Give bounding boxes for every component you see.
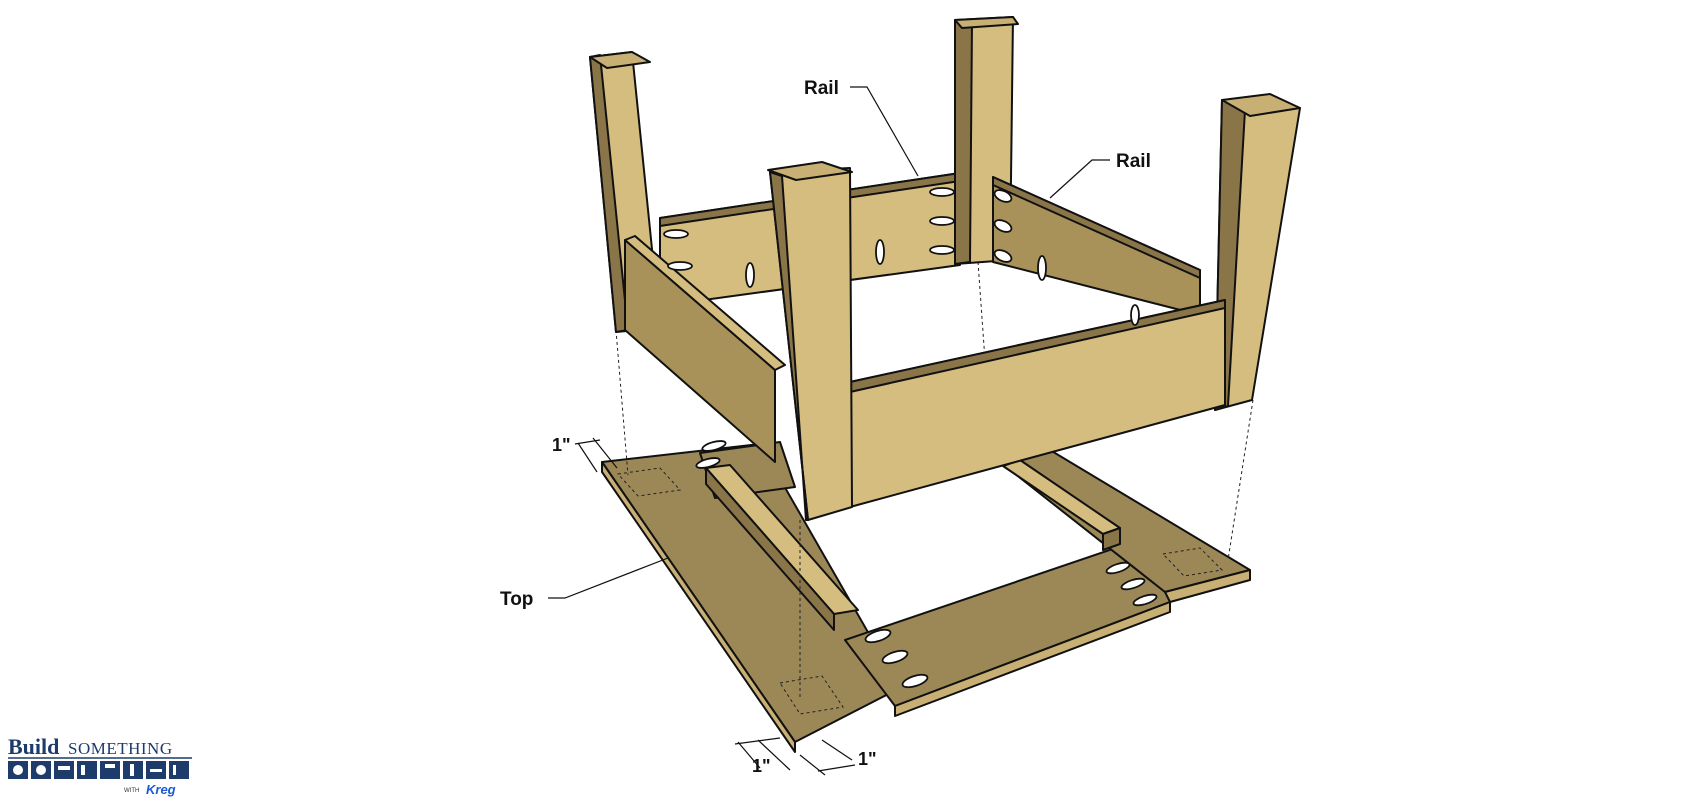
pocket-hole bbox=[1120, 577, 1146, 591]
pocket-hole bbox=[1105, 561, 1131, 575]
leg-back-right-side bbox=[954, 19, 973, 265]
leg-footprint bbox=[616, 467, 682, 497]
top-board-right-edge bbox=[1164, 569, 1251, 603]
logo-with-text: WITH bbox=[124, 788, 139, 794]
pocket-hole bbox=[993, 219, 1013, 233]
label-top: Top bbox=[500, 589, 533, 610]
cleat-right-side bbox=[1102, 527, 1121, 551]
label-rail-back: Rail bbox=[804, 78, 839, 99]
pocket-hole bbox=[695, 457, 721, 469]
rail-right-lip bbox=[992, 176, 1201, 279]
square-icon bbox=[169, 761, 189, 779]
pocket-hole bbox=[929, 187, 955, 197]
labels: Rail Rail Top bbox=[500, 78, 1151, 610]
logo-something-text: SOMETHING bbox=[68, 739, 173, 758]
buildsomething-logo: Build SOMETHING WITH Kreg bbox=[8, 734, 192, 797]
pocket-hole bbox=[881, 649, 909, 665]
pocket-hole bbox=[901, 673, 929, 689]
pocket-hole bbox=[701, 440, 727, 452]
cleat-left-side bbox=[705, 467, 835, 631]
leg-back-right-top bbox=[954, 16, 1019, 29]
rail-left-top bbox=[624, 235, 786, 371]
logo-build-text: Build bbox=[8, 734, 59, 759]
top-board-front-edge bbox=[894, 601, 1171, 717]
leg-footprint bbox=[1161, 547, 1224, 577]
dimension-bottom-right: 1" bbox=[858, 749, 877, 769]
leg-footprint bbox=[779, 675, 844, 715]
leg-front-left-top bbox=[767, 161, 853, 181]
pocket-hole bbox=[663, 229, 689, 239]
hammer-icon bbox=[100, 761, 120, 779]
leader-rail-back bbox=[850, 86, 919, 177]
pocket-hole bbox=[929, 216, 955, 226]
clamp-icon bbox=[77, 761, 97, 779]
pocket-hole bbox=[667, 261, 693, 271]
dimension-top-left: 1" bbox=[552, 435, 571, 455]
base-assembly bbox=[589, 16, 1301, 521]
top-board-left-edge bbox=[601, 461, 796, 753]
leader-rail-right bbox=[1049, 159, 1110, 199]
leg-front-right-top bbox=[1221, 93, 1301, 117]
logo-kreg-text: Kreg bbox=[146, 782, 176, 797]
dimension-bottom-left: 1" bbox=[752, 756, 771, 776]
leg-front-left-side bbox=[769, 171, 809, 521]
pocket-hole bbox=[875, 239, 885, 265]
label-rail-right: Rail bbox=[1116, 151, 1151, 172]
leg-back-left-top bbox=[589, 51, 651, 69]
pocket-hole bbox=[1132, 593, 1158, 607]
pocket-hole bbox=[1130, 304, 1140, 326]
top-assembly bbox=[601, 440, 1251, 753]
dimensions: 1" 1" 1" bbox=[552, 435, 877, 776]
pocket-hole bbox=[1037, 255, 1047, 281]
pocket-hole bbox=[993, 189, 1013, 203]
leader-top bbox=[548, 557, 669, 599]
pocket-hole bbox=[745, 262, 755, 288]
pocket-hole bbox=[929, 245, 955, 255]
pocket-hole bbox=[864, 628, 892, 644]
pocket-hole bbox=[993, 249, 1013, 263]
